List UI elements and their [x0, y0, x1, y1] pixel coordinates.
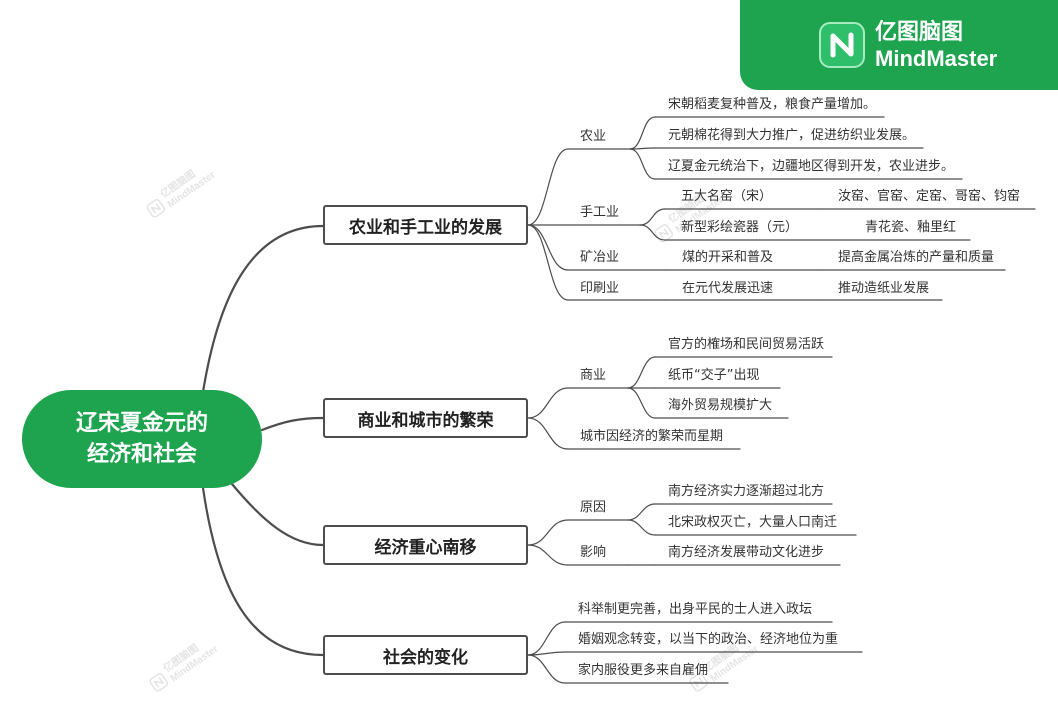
- connector: [527, 224, 569, 301]
- connector: [639, 224, 666, 241]
- subtopic-agriculture[interactable]: 农业: [580, 129, 607, 144]
- leaf-topic[interactable]: 北宋政权灭亡，大量人口南迁: [668, 515, 838, 530]
- brand-name: 亿图脑图 MindMaster: [875, 18, 997, 72]
- subtopic-household-service[interactable]: 家内服役更多来自雇佣: [578, 663, 709, 678]
- watermark: 亿图脑图 MindMaster: [684, 630, 766, 699]
- connector: [627, 356, 656, 389]
- leaf-topic-detail[interactable]: 提高金属冶炼的产量和质量: [838, 250, 995, 265]
- main-topic-economic-center-south[interactable]: 经济重心南移: [323, 525, 528, 565]
- leaf-topic[interactable]: 南方经济实力逐渐超过北方: [668, 484, 825, 499]
- leaf-topic-detail[interactable]: 推动造纸业发展: [838, 281, 930, 296]
- connector-central-to-branch-1: [201, 224, 325, 394]
- brand-name-en: MindMaster: [875, 46, 998, 71]
- connector: [527, 417, 569, 450]
- connector: [527, 224, 569, 271]
- connector: [639, 208, 666, 226]
- leaf-topic[interactable]: 纸币“交子”出现: [668, 368, 760, 383]
- mindmaster-logo-icon: [149, 673, 169, 692]
- watermark: 亿图脑图 MindMaster: [141, 156, 223, 225]
- leaf-topic[interactable]: 元朝棉花得到大力推广，促进纺织业发展。: [668, 128, 916, 143]
- leaf-topic[interactable]: 辽夏金元统治下，边疆地区得到开发，农业进步。: [668, 159, 955, 174]
- central-topic-line: 经济和社会: [86, 442, 197, 467]
- connector-central-to-branch-3: [230, 482, 325, 547]
- leaf-topic[interactable]: 南方经济发展带动文化进步: [668, 545, 825, 560]
- main-topic-agriculture-handicraft[interactable]: 农业和手工业的发展: [323, 205, 528, 245]
- connector: [629, 116, 656, 150]
- subtopic-commerce[interactable]: 商业: [580, 368, 607, 383]
- connector: [627, 519, 656, 536]
- connector: [527, 387, 569, 419]
- connector: [527, 654, 566, 684]
- connector-central-to-branch-2: [260, 416, 325, 432]
- subtopic-marriage[interactable]: 婚姻观念转变，以当下的政治、经济地位为重: [578, 632, 839, 647]
- brand-banner: 亿图脑图 MindMaster: [740, 0, 1058, 90]
- leaf-topic[interactable]: 海外贸易规模扩大: [668, 398, 773, 413]
- connector: [527, 519, 569, 546]
- subtopic-mining-metallurgy[interactable]: 矿冶业: [580, 250, 620, 265]
- subtopic-handicraft[interactable]: 手工业: [580, 205, 620, 220]
- central-topic[interactable]: 辽宋夏金元的 经济和社会: [22, 390, 262, 488]
- leaf-topic[interactable]: 新型彩绘瓷器（元）: [681, 220, 799, 235]
- connector: [527, 148, 569, 226]
- mindmaster-logo-icon: [819, 22, 865, 68]
- central-topic-line: 辽宋夏金元的: [75, 411, 208, 436]
- leaf-topic[interactable]: 煤的开采和普及: [682, 250, 774, 265]
- subtopic-exam-system[interactable]: 科举制更完善，出身平民的士人进入政坛: [578, 602, 813, 617]
- leaf-topic[interactable]: 官方的榷场和民间贸易活跃: [668, 337, 825, 352]
- leaf-topic[interactable]: 在元代发展迅速: [682, 281, 774, 296]
- mindmaster-logo-icon: [146, 199, 166, 218]
- brand-name-cn: 亿图脑图: [875, 19, 964, 44]
- subtopic-cities[interactable]: 城市因经济的繁荣而星期: [580, 429, 724, 444]
- watermark: 亿图脑图 MindMaster: [144, 630, 226, 699]
- leaf-topic-detail[interactable]: 汝窑、官窑、定窑、哥窑、钧窑: [838, 189, 1021, 204]
- subtopic-printing[interactable]: 印刷业: [580, 281, 620, 296]
- mindmaster-logo-icon: [689, 673, 709, 692]
- connector: [629, 148, 656, 180]
- connector: [627, 503, 656, 521]
- subtopic-causes[interactable]: 原因: [580, 500, 607, 515]
- main-topic-social-change[interactable]: 社会的变化: [323, 635, 528, 675]
- leaf-topic[interactable]: 宋朝稻麦复种普及，粮食产量增加。: [668, 97, 877, 112]
- subtopic-effects[interactable]: 影响: [580, 545, 607, 560]
- connector: [527, 544, 569, 566]
- connector-central-to-branch-4: [201, 486, 325, 657]
- leaf-topic[interactable]: 五大名窑（宋）: [681, 189, 773, 204]
- main-topic-commerce-cities[interactable]: 商业和城市的繁荣: [323, 398, 528, 438]
- leaf-topic-detail[interactable]: 青花瓷、釉里红: [865, 220, 957, 235]
- connector: [527, 621, 566, 656]
- connector: [627, 387, 656, 419]
